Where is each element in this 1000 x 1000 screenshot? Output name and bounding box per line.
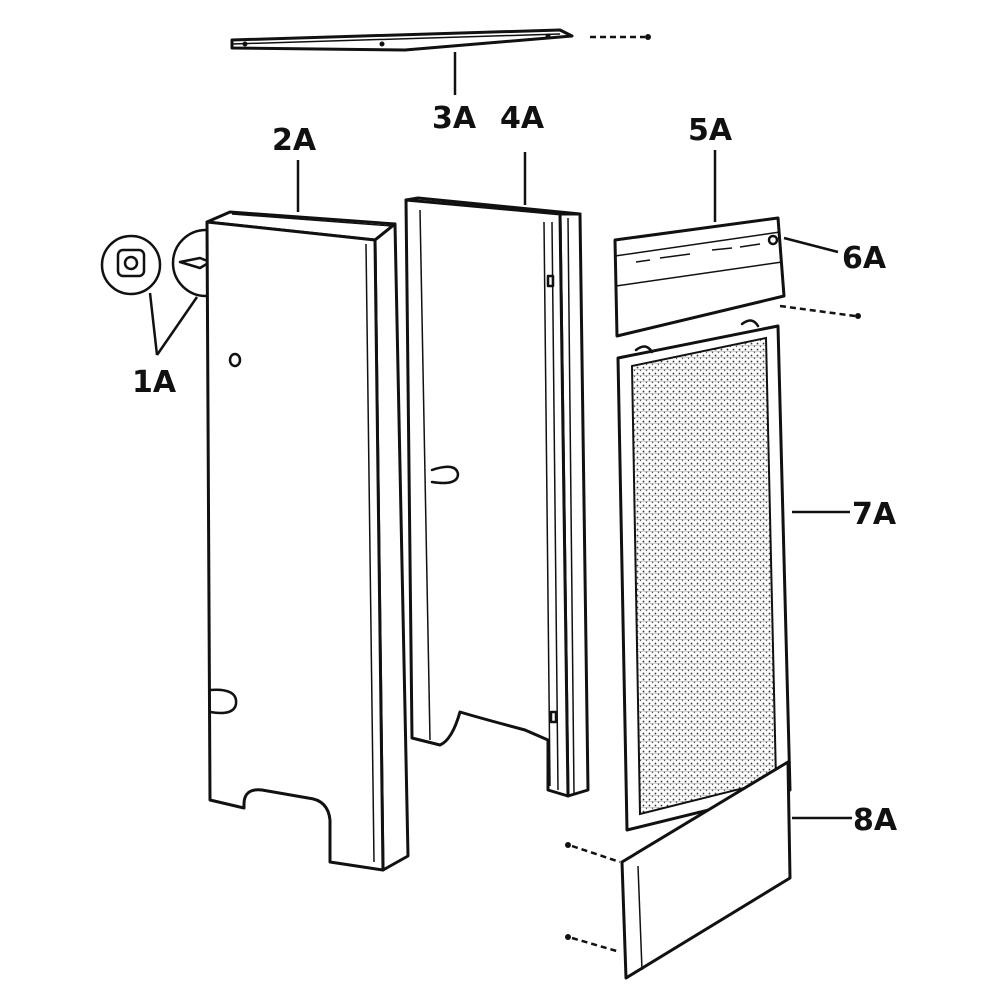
control-panel-5a-6a — [613, 150, 861, 338]
fastener-detail-1a — [100, 228, 241, 356]
label-4a: 4A — [500, 101, 545, 136]
top-rail-3a — [230, 28, 651, 95]
filter-grille-7a — [616, 319, 850, 832]
kick-plate-8a — [565, 760, 852, 980]
side-panel-2a — [205, 160, 410, 872]
label-1a: 1A — [132, 365, 177, 400]
label-2a: 2A — [272, 123, 317, 158]
frame-panel-4a — [404, 152, 590, 798]
label-8a: 8A — [853, 803, 898, 838]
label-7a: 7A — [852, 497, 897, 532]
label-3a: 3A — [432, 101, 477, 136]
label-5a: 5A — [688, 113, 733, 148]
label-6a: 6A — [842, 241, 887, 276]
